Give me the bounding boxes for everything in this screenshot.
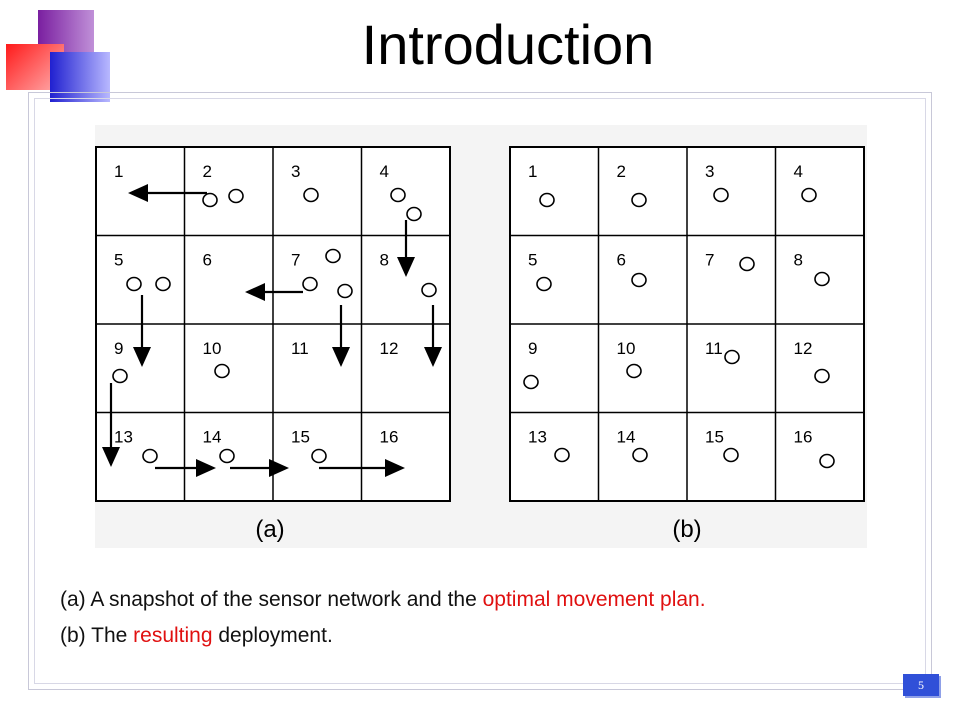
- sensor-node: [626, 363, 642, 379]
- cell-label-a: 13: [114, 428, 133, 447]
- cell-label-a: 14: [203, 428, 222, 447]
- cell-label-b: 8: [794, 251, 803, 270]
- movement-arrowhead: [424, 347, 442, 367]
- sensor-node: [406, 206, 422, 222]
- sensor-node: [554, 447, 570, 463]
- cell-label-b: 12: [794, 339, 813, 358]
- movement-arrowhead: [385, 459, 405, 477]
- sensor-node: [539, 192, 555, 208]
- sensor-node: [155, 276, 171, 292]
- sensor-node: [302, 276, 318, 292]
- sensor-node: [819, 453, 835, 469]
- movement-arrowhead: [332, 347, 350, 367]
- caption-a: (a) A snapshot of the sensor network and…: [60, 588, 706, 612]
- movement-arrowhead: [269, 459, 289, 477]
- sensor-node: [337, 283, 353, 299]
- cell-label-b: 7: [705, 251, 714, 270]
- sensor-node: [228, 188, 244, 204]
- sensor-node: [723, 447, 739, 463]
- slide-frame: [28, 92, 932, 690]
- cell-label-a: 11: [291, 339, 309, 358]
- cell-label-b: 11: [705, 339, 723, 358]
- cell-label-a: 15: [291, 428, 310, 447]
- sensor-node: [421, 282, 437, 298]
- sensor-node: [214, 363, 230, 379]
- panel-a-label: (a): [255, 516, 284, 543]
- slide-title: Introduction: [361, 13, 655, 76]
- cell-label-a: 16: [380, 428, 399, 447]
- cell-label-b: 16: [794, 428, 813, 447]
- cell-label-b: 4: [794, 162, 803, 181]
- movement-arrowhead: [133, 347, 151, 367]
- sensor-node: [219, 448, 235, 464]
- caption-b: (b) The resulting deployment.: [60, 624, 333, 648]
- corner-decoration-blue: [50, 52, 110, 102]
- sensor-node: [112, 368, 128, 384]
- caption-b-highlight: resulting: [133, 624, 213, 647]
- cell-label-b: 10: [617, 339, 636, 358]
- sensor-node: [536, 276, 552, 292]
- cell-label-b: 9: [528, 339, 537, 358]
- cell-label-b: 6: [617, 251, 626, 270]
- slide-frame-inner: [34, 98, 926, 684]
- caption-b-suffix: deployment.: [212, 624, 333, 647]
- movement-arrowhead: [102, 447, 120, 467]
- cell-label-a: 4: [380, 162, 389, 181]
- sensor-node: [126, 276, 142, 292]
- cell-label-a: 9: [114, 339, 123, 358]
- cell-label-b: 14: [617, 428, 636, 447]
- cell-label-b: 3: [705, 162, 714, 181]
- sensor-node: [523, 374, 539, 390]
- cell-label-b: 1: [528, 162, 537, 181]
- cell-label-a: 7: [291, 251, 300, 270]
- cell-label-b: 13: [528, 428, 547, 447]
- caption-a-text: (a) A snapshot of the sensor network and…: [60, 588, 483, 611]
- movement-arrowhead: [196, 459, 216, 477]
- cell-label-b: 5: [528, 251, 537, 270]
- sensor-node: [739, 256, 755, 272]
- cell-label-a: 3: [291, 162, 300, 181]
- movement-arrowhead: [128, 184, 148, 202]
- panel-b-label: (b): [672, 516, 701, 543]
- page-number-badge: 5: [903, 674, 939, 696]
- cell-label-a: 12: [380, 339, 399, 358]
- cell-label-a: 2: [203, 162, 212, 181]
- cell-label-b: 15: [705, 428, 724, 447]
- cell-label-a: 6: [203, 251, 212, 270]
- sensor-node: [311, 448, 327, 464]
- sensor-node: [142, 448, 158, 464]
- cell-label-a: 1: [114, 162, 123, 181]
- movement-arrowhead: [397, 257, 415, 277]
- cell-label-a: 10: [203, 339, 222, 358]
- caption-a-highlight: optimal movement plan.: [482, 588, 706, 611]
- sensor-node: [303, 187, 319, 203]
- cell-label-b: 2: [617, 162, 626, 181]
- sensor-node: [632, 447, 648, 463]
- sensor-node: [724, 349, 740, 365]
- sensor-node: [801, 187, 817, 203]
- cell-label-a: 8: [380, 251, 389, 270]
- sensor-node: [631, 192, 647, 208]
- sensor-node: [325, 248, 341, 264]
- sensor-node: [631, 272, 647, 288]
- cell-label-a: 5: [114, 251, 123, 270]
- caption-b-text: (b) The: [60, 624, 134, 647]
- sensor-node: [390, 187, 406, 203]
- movement-arrowhead: [245, 283, 265, 301]
- sensor-node: [713, 187, 729, 203]
- sensor-node: [814, 271, 830, 287]
- sensor-node: [202, 192, 218, 208]
- sensor-node: [814, 368, 830, 384]
